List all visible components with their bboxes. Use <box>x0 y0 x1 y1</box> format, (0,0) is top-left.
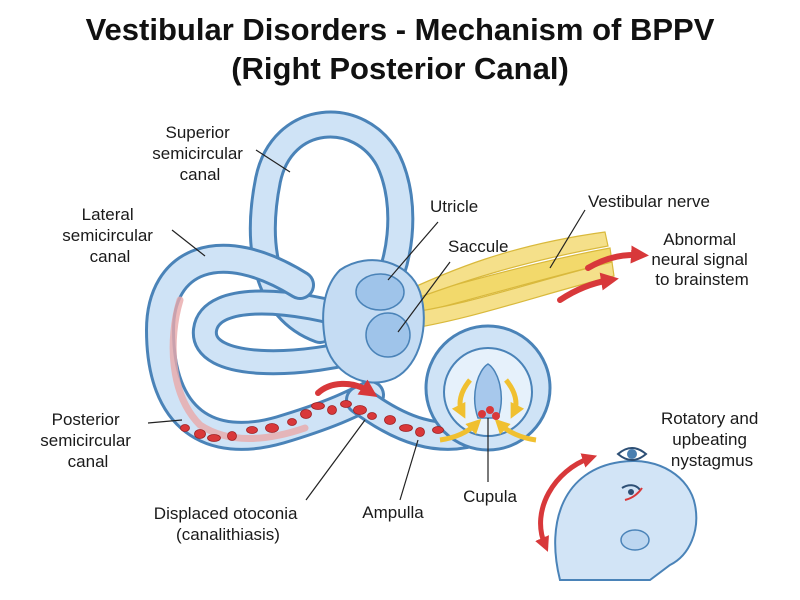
otoconia-particle <box>194 429 206 439</box>
otoconia-particle <box>340 400 352 408</box>
otoconia-particle <box>432 426 444 434</box>
otoconia-particle <box>311 402 325 410</box>
flow-arrows <box>315 245 649 397</box>
label-otoconia: Displaced otoconia (canalithiasis) <box>154 504 302 544</box>
label-vestibular-nerve: Vestibular nerve <box>588 192 710 211</box>
signal-arrow-upper <box>585 245 649 271</box>
label-superior-canal: Superior semicircular canal <box>152 123 247 184</box>
otoconia-particles <box>180 400 444 442</box>
otoconia-particle <box>300 409 312 419</box>
head-rotation-arrow <box>535 453 598 552</box>
otoconia-particle <box>227 431 237 441</box>
vestibular-nerve-bundle <box>394 231 615 331</box>
label-abnormal-signal: Abnormal neural signal to brainstem <box>651 230 752 289</box>
utricle-body <box>355 273 405 311</box>
otoconia-particle <box>265 423 279 433</box>
otoconia-particle <box>180 424 190 432</box>
label-posterior-canal: Posterior semicircular canal <box>40 410 135 471</box>
otoconia-particle <box>384 415 396 425</box>
label-lateral-canal: Lateral semicircular canal <box>62 205 157 266</box>
otoconia-particle <box>287 418 297 426</box>
label-saccule: Saccule <box>448 237 508 256</box>
signal-arrow-lower <box>557 272 619 303</box>
otoconia-particle <box>415 427 425 437</box>
label-nystagmus: Rotatory and upbeating nystagmus <box>661 409 763 470</box>
leader-lines <box>147 149 586 501</box>
otoconia-particle <box>207 434 221 442</box>
labyrinth-canals <box>145 110 495 451</box>
cupula-shape <box>474 363 502 419</box>
otoconia-particle <box>353 405 367 415</box>
diagram-title: Vestibular Disorders - Mechanism of BPPV… <box>0 10 800 88</box>
label-utricle: Utricle <box>430 197 478 216</box>
label-ampulla: Ampulla <box>362 503 424 522</box>
otoconia-particle <box>327 405 337 415</box>
endolymph-flow-arrow <box>315 379 378 397</box>
patient-head <box>554 460 698 581</box>
label-cupula: Cupula <box>463 487 517 506</box>
title-line-2: (Right Posterior Canal) <box>231 51 569 86</box>
saccule-body <box>365 312 411 358</box>
otoconia-particle <box>367 412 377 420</box>
eye-pupil <box>627 449 637 459</box>
vestibule <box>322 259 425 384</box>
otoconia-particle <box>246 426 258 434</box>
otoconia-particle <box>399 424 413 432</box>
ampulla-spiral <box>424 324 552 452</box>
title-line-1: Vestibular Disorders - Mechanism of BPPV <box>85 12 715 47</box>
